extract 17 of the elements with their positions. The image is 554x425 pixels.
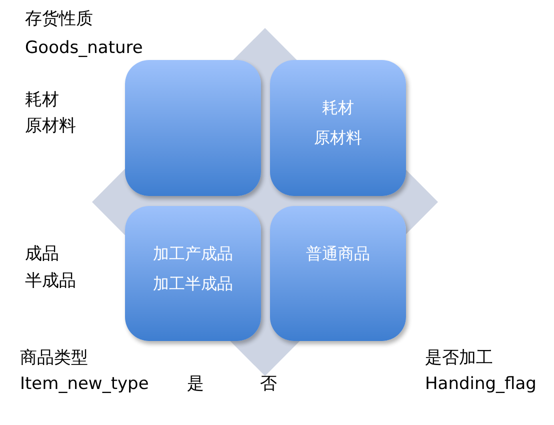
axis-label: 是 [187,373,204,395]
axis-label: 原材料 [25,115,76,137]
axis-label: Goods_nature [25,37,143,59]
axis-label: 半成品 [25,270,76,292]
axis-label: 是否加工 [425,347,493,369]
axis-label: 成品 [25,243,59,265]
axis-label: Item_new_type [20,373,149,395]
axis-label: 否 [260,373,277,395]
box-text: 耗材 [322,98,354,118]
box-text: 加工产成品 [153,244,233,264]
box-text: 普通商品 [306,244,370,264]
axis-label: 商品类型 [20,347,88,369]
axis-label: Handing_flag [425,373,536,395]
axis-label: 存货性质 [25,8,93,30]
box-text: 加工半成品 [153,274,233,294]
box-text: 原材料 [314,128,362,148]
axis-label: 耗材 [25,89,59,111]
